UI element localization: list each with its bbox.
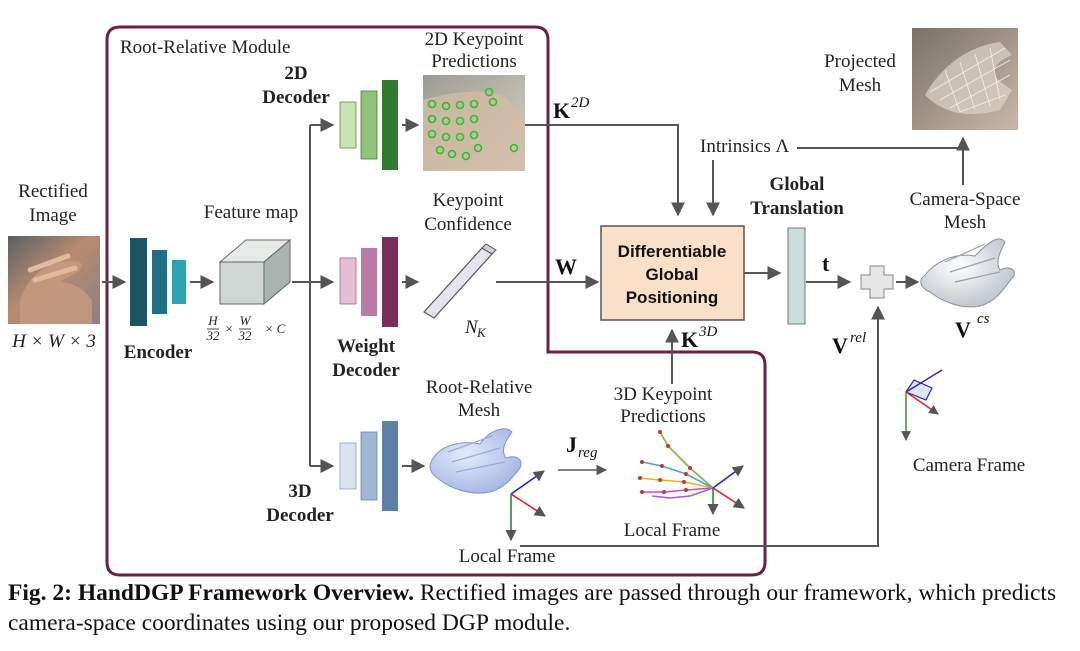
dgp-line-2: Global (646, 265, 699, 284)
kp2d-image (423, 75, 525, 171)
vrel-symbol: V rel (832, 330, 866, 358)
local-frame-axes-kp (707, 465, 745, 516)
svg-text:3D: 3D (698, 324, 718, 340)
w-symbol: W (555, 254, 577, 279)
decoder-2d-blocks (339, 80, 398, 170)
confidence-title-2: Confidence (424, 214, 512, 235)
decoder-3d-label-1: 3D (288, 481, 311, 502)
input-title-1: Rectified (18, 181, 88, 202)
dgp-box (600, 225, 745, 321)
module-title: Root-Relative Module (120, 37, 290, 58)
mesh-rel-title-1: Root-Relative (426, 377, 533, 398)
figure-caption: Fig. 2: HandDGP Framework Overview. Rect… (8, 578, 1072, 638)
svg-text:reg: reg (578, 445, 598, 461)
global-translation-1: Global (770, 174, 825, 195)
local-frame-axes-mesh (505, 470, 546, 542)
camera-space-mesh-1: Camera-Space (910, 189, 1021, 210)
svg-text:H: H (207, 313, 218, 328)
input-size: H × W × 3 (11, 331, 96, 352)
feature-map-title: Feature map (204, 202, 298, 223)
camera-frame-axes (901, 369, 943, 441)
svg-text:K: K (681, 327, 698, 352)
rectified-image (8, 236, 100, 324)
mesh-rel-frame: Local Frame (459, 546, 556, 567)
decoder-weight-label-2: Decoder (332, 360, 400, 381)
svg-text:× C: × C (265, 321, 286, 336)
feature-map-dims: H 32 × W 32 × C (206, 313, 286, 343)
jreg-symbol: J reg (566, 432, 598, 461)
root-relative-hand (429, 428, 522, 494)
translation-bar (787, 227, 806, 325)
confidence-vector (423, 243, 497, 319)
kp2d-title-2: Predictions (431, 51, 517, 72)
k2d-symbol: K 2D (553, 95, 590, 123)
add-node (860, 265, 894, 299)
intrinsics-label: Intrinsics Λ (700, 136, 789, 157)
camera-space-hand (920, 238, 1015, 308)
t-symbol: t (822, 251, 830, 276)
svg-text:K: K (476, 325, 487, 340)
encoder-blocks (130, 238, 186, 326)
decoder-3d-label-2: Decoder (266, 505, 334, 526)
camera-space-mesh-2: Mesh (944, 212, 987, 233)
mesh-rel-title-2: Mesh (458, 400, 501, 421)
svg-text:N: N (464, 317, 479, 338)
kp2d-title-1: 2D Keypoint (425, 29, 524, 50)
module-border (105, 25, 767, 577)
svg-text:W: W (240, 313, 252, 328)
svg-text:2D: 2D (571, 95, 590, 111)
k3d-symbol: K 3D (681, 324, 718, 352)
svg-text:32: 32 (206, 328, 221, 343)
vcs-symbol: V cs (955, 311, 990, 342)
global-translation-2: Translation (750, 198, 844, 219)
dgp-line-1: Differentiable (618, 242, 727, 261)
projected-mesh-1: Projected (824, 51, 896, 72)
kp3d-title-2: Predictions (620, 406, 706, 427)
kp3d-title-1: 3D Keypoint (614, 384, 713, 405)
decoder-3d-blocks (339, 421, 398, 511)
kp3d-skeleton (638, 430, 714, 499)
projected-mesh-image (912, 28, 1018, 130)
caption-text: Rectified images are passed through our … (8, 580, 1057, 636)
svg-text:V: V (832, 333, 848, 358)
svg-text:rel: rel (850, 330, 866, 346)
decoder-2d-label-2: Decoder (262, 87, 330, 108)
svg-text:cs: cs (977, 311, 990, 327)
projected-mesh-2: Mesh (839, 75, 882, 96)
decoder-weight-label-1: Weight (337, 336, 396, 357)
camera-frame-label: Camera Frame (913, 455, 1025, 476)
decoder-weight-blocks (339, 237, 398, 327)
svg-text:32: 32 (238, 328, 253, 343)
caption-bold: Fig. 2: HandDGP Framework Overview. (8, 580, 414, 606)
svg-text:V: V (955, 317, 971, 342)
input-title-2: Image (29, 205, 76, 226)
encoder-label: Encoder (124, 342, 193, 363)
svg-text:×: × (225, 321, 234, 336)
confidence-title-1: Keypoint (433, 190, 504, 211)
feature-map-cube (218, 238, 292, 306)
confidence-nk: N K (464, 317, 487, 340)
kp3d-frame: Local Frame (624, 520, 721, 541)
svg-text:J: J (566, 432, 577, 457)
decoder-2d-label-1: 2D (284, 63, 307, 84)
svg-text:K: K (553, 98, 570, 123)
dgp-line-3: Positioning (626, 288, 719, 307)
